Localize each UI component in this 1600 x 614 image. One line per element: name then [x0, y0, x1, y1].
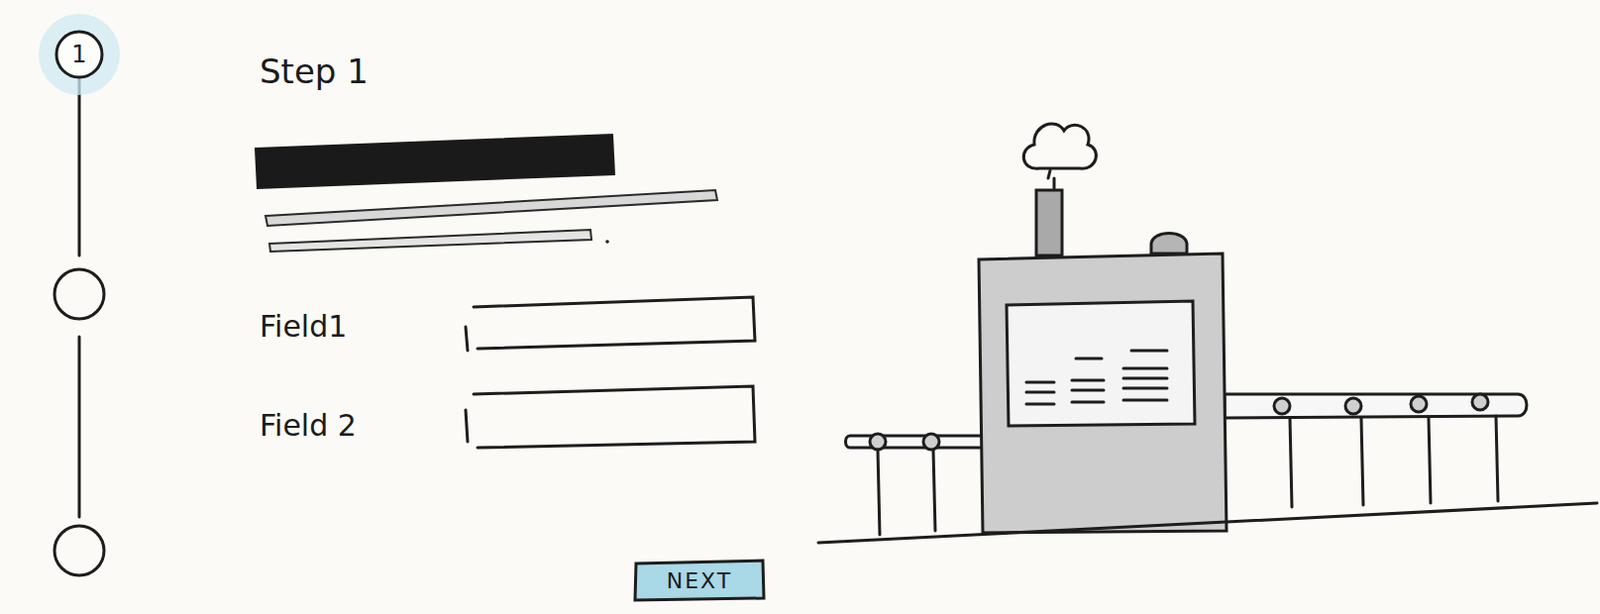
conveyor-roller	[869, 394, 1489, 450]
chimney	[1036, 190, 1063, 256]
next-button: NEXT	[633, 558, 766, 603]
smoke-line	[1048, 170, 1055, 189]
machine-body	[978, 253, 1227, 534]
pen-dot	[605, 239, 610, 244]
step-circle	[54, 269, 105, 320]
button-label: NEXT	[666, 568, 733, 594]
conveyor-leg	[877, 416, 1498, 535]
text-placeholder	[269, 229, 592, 252]
field-label: Field 2	[259, 408, 357, 443]
button-outline	[635, 560, 764, 601]
conveyor-belt	[846, 435, 988, 448]
step-circle: 1	[54, 29, 105, 80]
stepper-line	[78, 336, 82, 518]
stepper-line	[78, 79, 82, 256]
input-box	[465, 386, 755, 448]
input-box	[465, 297, 755, 351]
circle-outline	[56, 31, 103, 78]
heading-bar	[255, 134, 615, 189]
screen-lines	[1026, 350, 1168, 405]
machine-illustration	[818, 123, 1598, 543]
machine-screen	[1006, 301, 1195, 427]
step-heading: Step 1	[259, 51, 369, 92]
active-glow	[38, 13, 120, 96]
cloud-symbol	[1023, 123, 1096, 169]
conveyor-belt	[1224, 394, 1527, 419]
step-number: 1	[71, 40, 87, 69]
text-placeholder	[265, 190, 718, 226]
ground-line	[818, 503, 1598, 543]
dome-light	[1151, 233, 1187, 255]
field-label: Field1	[259, 309, 347, 344]
step-circle	[54, 526, 105, 576]
